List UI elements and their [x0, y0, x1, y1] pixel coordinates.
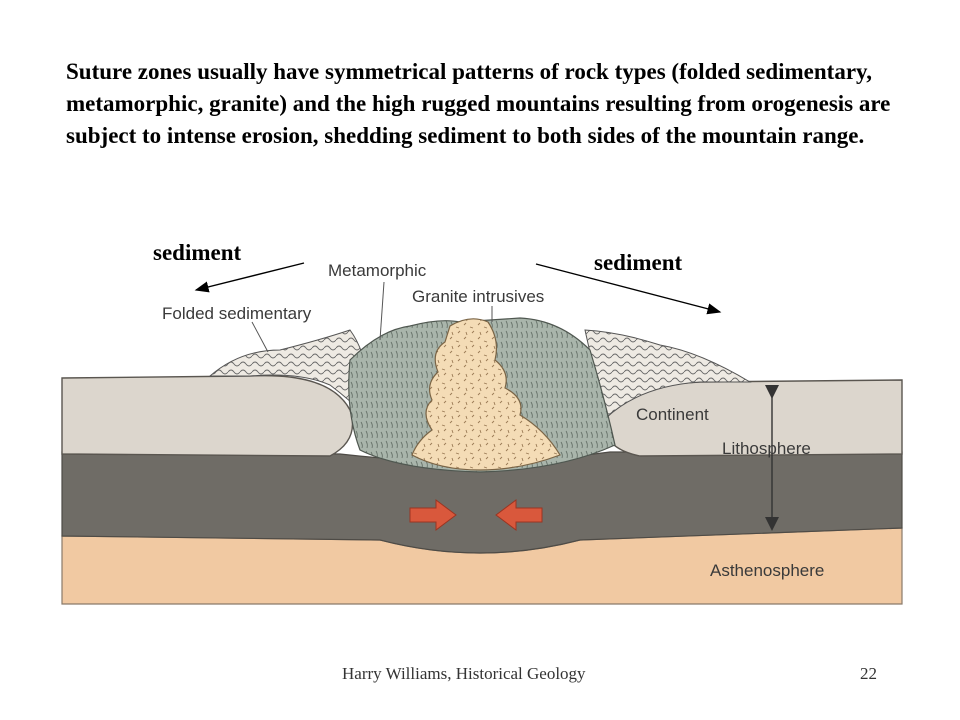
lithosphere-label: Lithosphere: [722, 439, 811, 458]
sediment-arrow-right: [535, 263, 722, 315]
caption-text: Suture zones usually have symmetrical pa…: [66, 59, 891, 148]
granite-intrusives: [411, 318, 561, 471]
sediment-label-left: sediment: [153, 240, 242, 265]
continent-label: Continent: [636, 405, 709, 424]
footer-credit: Harry Williams, Historical Geology: [342, 664, 586, 683]
folded-sedimentary-label: Folded sedimentary: [162, 304, 312, 323]
compression-arrow-left: [495, 499, 543, 531]
metamorphic-label: Metamorphic: [328, 261, 427, 280]
asthenosphere-label: Asthenosphere: [710, 561, 824, 580]
compression-arrow-right: [409, 499, 457, 531]
left-continent: [61, 374, 354, 457]
metamorphic-leader: [379, 281, 385, 341]
sediment-arrow-left: [194, 262, 305, 293]
page-number: 22: [860, 664, 877, 683]
folded-leader: [251, 321, 269, 353]
sediment-label-right: sediment: [594, 250, 683, 275]
granite-intrusives-label: Granite intrusives: [412, 287, 544, 306]
